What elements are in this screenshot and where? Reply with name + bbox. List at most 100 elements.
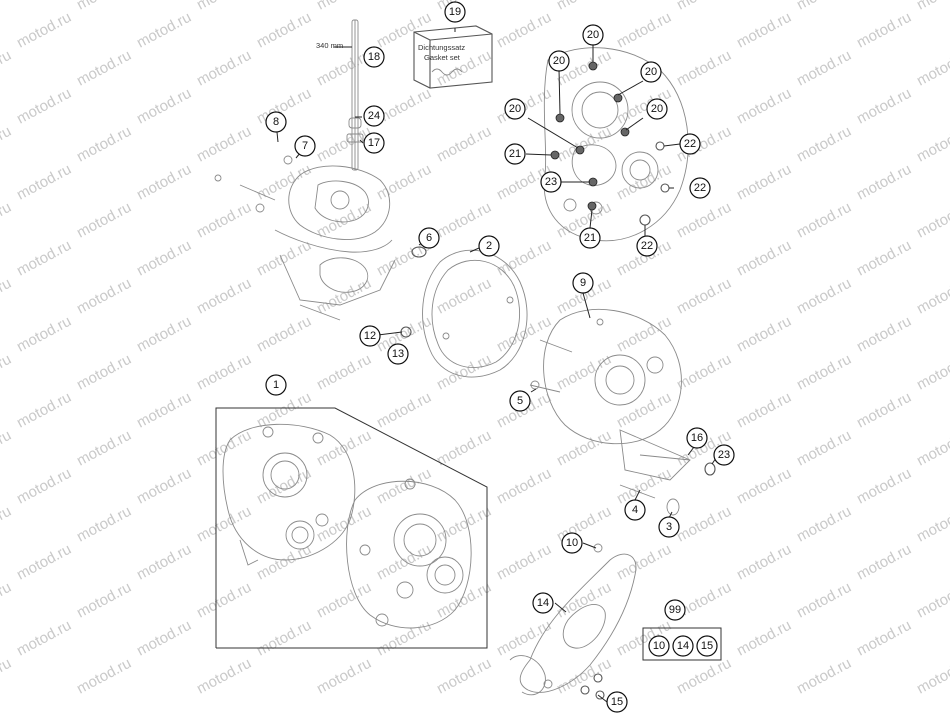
callout-part-15[interactable]: 15: [606, 691, 628, 713]
callout-part-99_14[interactable]: 14: [672, 635, 694, 657]
callout-part-18[interactable]: 18: [363, 46, 385, 68]
callout-part-20b[interactable]: 20: [548, 50, 570, 72]
watermark-text: motod.ru: [794, 47, 854, 90]
callout-part-21b[interactable]: 21: [579, 227, 601, 249]
callout-part-13[interactable]: 13: [387, 343, 409, 365]
watermark-text: motod.ru: [0, 655, 14, 698]
watermark-text: motod.ru: [14, 85, 74, 128]
watermark-text: motod.ru: [74, 503, 134, 546]
watermark-text: motod.ru: [794, 123, 854, 166]
callout-number: 9: [580, 277, 586, 289]
watermark-text: motod.ru: [554, 123, 614, 166]
dipstick-tube: [346, 19, 364, 171]
watermark-text: motod.ru: [794, 275, 854, 318]
callout-part-22b[interactable]: 22: [689, 177, 711, 199]
watermark-text: motod.ru: [794, 0, 854, 14]
callout-circle: [548, 50, 570, 72]
watermark-text: motod.ru: [0, 123, 14, 166]
callout-number: 20: [509, 103, 521, 115]
watermark-text: motod.ru: [254, 541, 314, 584]
callout-circle: [478, 235, 500, 257]
watermark-text: motod.ru: [14, 9, 74, 52]
callout-part-23a[interactable]: 23: [540, 171, 562, 193]
watermark-text: motod.ru: [854, 237, 914, 280]
callout-part-20a[interactable]: 20: [582, 24, 604, 46]
callout-number: 10: [653, 640, 665, 652]
watermark-text: motod.ru: [0, 199, 14, 242]
watermark-text: motod.ru: [134, 389, 194, 432]
watermark-text: motod.ru: [614, 9, 674, 52]
watermark-text: motod.ru: [674, 275, 734, 318]
callout-circle: [672, 635, 694, 657]
callout-part-4[interactable]: 4: [624, 499, 646, 521]
watermark-text: motod.ru: [134, 161, 194, 204]
watermark-text: motod.ru: [74, 275, 134, 318]
watermark-text: motod.ru: [554, 0, 614, 14]
callout-part-14[interactable]: 14: [532, 592, 554, 614]
watermark-text: motod.ru: [854, 313, 914, 356]
watermark-text: motod.ru: [734, 161, 794, 204]
watermark-text: motod.ru: [0, 275, 14, 318]
callout-part-7[interactable]: 7: [294, 135, 316, 157]
callout-part-1[interactable]: 1: [265, 374, 287, 396]
watermark-text: motod.ru: [914, 0, 950, 14]
callout-part-16[interactable]: 16: [686, 427, 708, 449]
callout-circle: [561, 532, 583, 554]
callout-part-23b[interactable]: 23: [713, 444, 735, 466]
callout-part-99[interactable]: 99: [664, 599, 686, 621]
callout-part-9[interactable]: 9: [572, 272, 594, 294]
watermark-text: motod.ru: [434, 427, 494, 470]
watermark-text: motod.ru: [194, 199, 254, 242]
callout-part-6[interactable]: 6: [418, 227, 440, 249]
watermark-text: motod.ru: [674, 199, 734, 242]
callout-circle: [532, 592, 554, 614]
callout-part-5[interactable]: 5: [509, 390, 531, 412]
watermark-text: motod.ru: [194, 503, 254, 546]
watermark-text: motod.ru: [494, 9, 554, 52]
callout-part-22a[interactable]: 22: [679, 133, 701, 155]
watermark-text: motod.ru: [134, 9, 194, 52]
callout-part-8[interactable]: 8: [265, 111, 287, 133]
crankcase-assembly-box: [215, 407, 488, 649]
callout-circle: [572, 272, 594, 294]
callout-part-2[interactable]: 2: [478, 235, 500, 257]
watermark-text: motod.ru: [374, 541, 434, 584]
callout-number: 21: [584, 232, 596, 244]
watermark-text: motod.ru: [854, 617, 914, 660]
cover-gasket: [422, 249, 528, 378]
callout-part-19[interactable]: 19: [444, 1, 466, 23]
watermark-text: motod.ru: [0, 579, 14, 622]
callout-part-99_15[interactable]: 15: [696, 635, 718, 657]
callout-part-99_10[interactable]: 10: [648, 635, 670, 657]
callout-part-10[interactable]: 10: [561, 532, 583, 554]
watermark-text: motod.ru: [434, 123, 494, 166]
callout-circle: [640, 61, 662, 83]
watermark-text: motod.ru: [0, 503, 14, 546]
callout-part-20c[interactable]: 20: [640, 61, 662, 83]
watermark-text: motod.ru: [914, 579, 950, 622]
callout-number: 23: [545, 176, 557, 188]
callout-circle: [664, 599, 686, 621]
callout-number: 20: [587, 29, 599, 41]
callout-part-20e[interactable]: 20: [646, 98, 668, 120]
callout-part-3[interactable]: 3: [658, 516, 680, 538]
callout-part-17[interactable]: 17: [363, 132, 385, 154]
callout-number: 14: [537, 597, 549, 609]
callout-part-12[interactable]: 12: [359, 325, 381, 347]
callout-part-24[interactable]: 24: [363, 105, 385, 127]
watermark-text: motod.ru: [374, 389, 434, 432]
watermark-text: motod.ru: [854, 389, 914, 432]
callout-number: 22: [641, 240, 653, 252]
callout-number: 18: [368, 51, 380, 63]
watermark-text: motod.ru: [194, 655, 254, 698]
watermark-text: motod.ru: [674, 351, 734, 394]
callout-part-22c[interactable]: 22: [636, 235, 658, 257]
watermark-text: motod.ru: [794, 503, 854, 546]
callout-part-20d[interactable]: 20: [504, 98, 526, 120]
callout-part-21a[interactable]: 21: [504, 143, 526, 165]
watermark-text: motod.ru: [734, 237, 794, 280]
watermark-text: motod.ru: [494, 617, 554, 660]
